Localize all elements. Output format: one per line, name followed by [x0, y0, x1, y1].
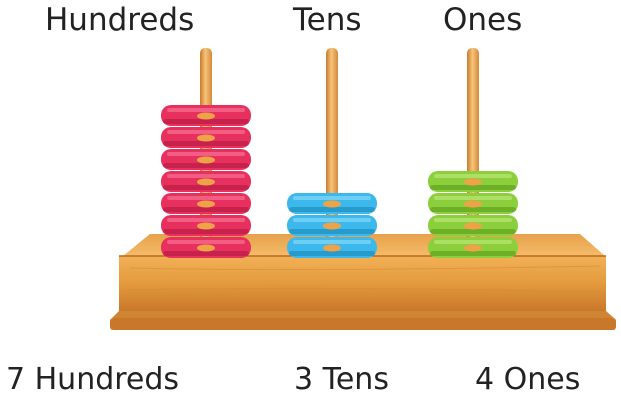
- hundreds-bead: [161, 149, 251, 170]
- hundreds-bead: [161, 237, 251, 258]
- hundreds-bead: [161, 215, 251, 236]
- tens-bead: [287, 215, 377, 236]
- hundreds-bead: [161, 105, 251, 126]
- hundreds-bead: [161, 193, 251, 214]
- tens-bead: [287, 193, 377, 214]
- tens-count-label: 3 Tens: [294, 362, 389, 398]
- hundreds-count-label: 7 Hundreds: [6, 362, 179, 398]
- hundreds-bead: [161, 127, 251, 148]
- ones-bead: [428, 171, 518, 192]
- ones-bead: [428, 193, 518, 214]
- ones-bead: [428, 215, 518, 236]
- ones-bead: [428, 237, 518, 258]
- ones-count-label: 4 Ones: [475, 362, 580, 398]
- hundreds-bead: [161, 171, 251, 192]
- tens-bead: [287, 237, 377, 258]
